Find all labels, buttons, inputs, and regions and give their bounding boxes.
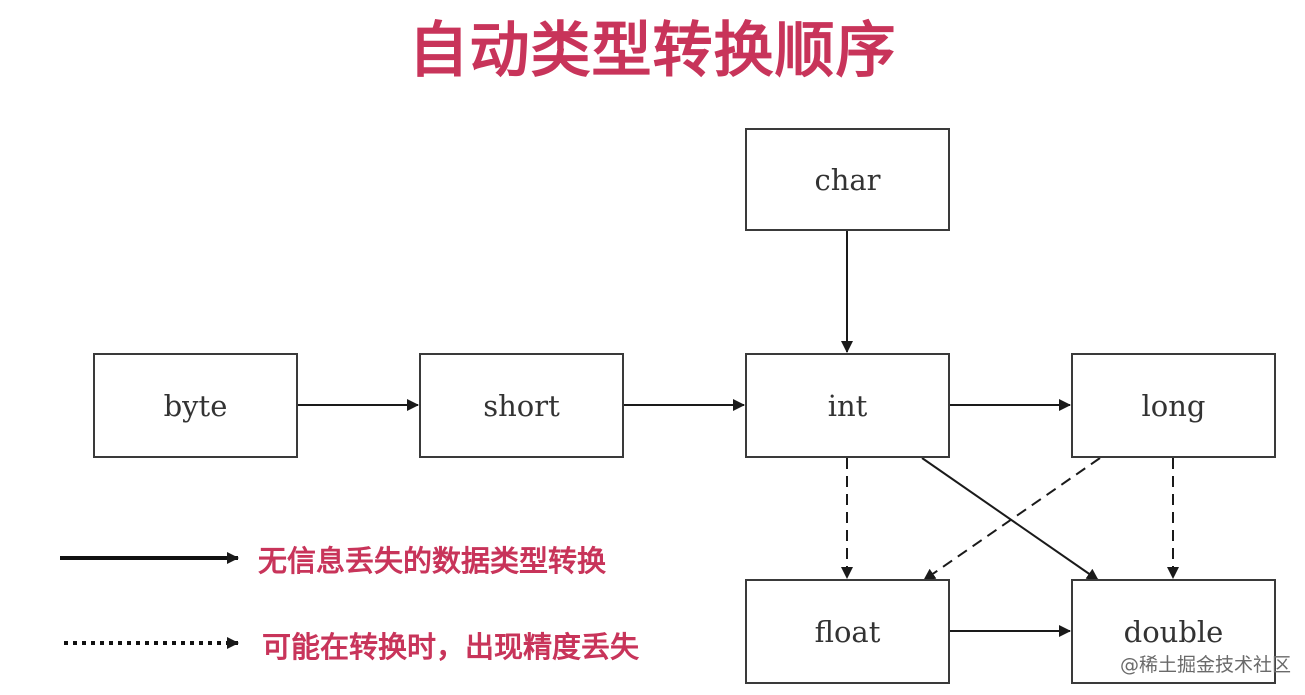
node-float: float xyxy=(745,579,950,684)
edge-int-double xyxy=(921,457,1099,581)
node-char-label: char xyxy=(814,162,881,197)
node-long: long xyxy=(1071,353,1276,458)
node-int: int xyxy=(745,353,950,458)
diagram-title: 自动类型转换顺序 xyxy=(408,16,897,86)
watermark: @稀土掘金技术社区 xyxy=(1119,654,1291,676)
node-char: char xyxy=(745,128,950,231)
node-long-label: long xyxy=(1141,388,1206,423)
legend-solid-label: 无信息丢失的数据类型转换 xyxy=(258,544,607,578)
node-short: short xyxy=(419,353,624,458)
node-byte: byte xyxy=(93,353,298,458)
legend-dashed-label: 可能在转换时，出现精度丢失 xyxy=(262,630,640,664)
node-double-label: double xyxy=(1123,614,1224,649)
node-int-label: int xyxy=(827,388,868,423)
node-float-label: float xyxy=(814,614,881,649)
edge-long-float xyxy=(923,457,1101,581)
node-byte-label: byte xyxy=(163,388,228,423)
node-double: double xyxy=(1071,579,1276,684)
node-short-label: short xyxy=(483,388,560,423)
